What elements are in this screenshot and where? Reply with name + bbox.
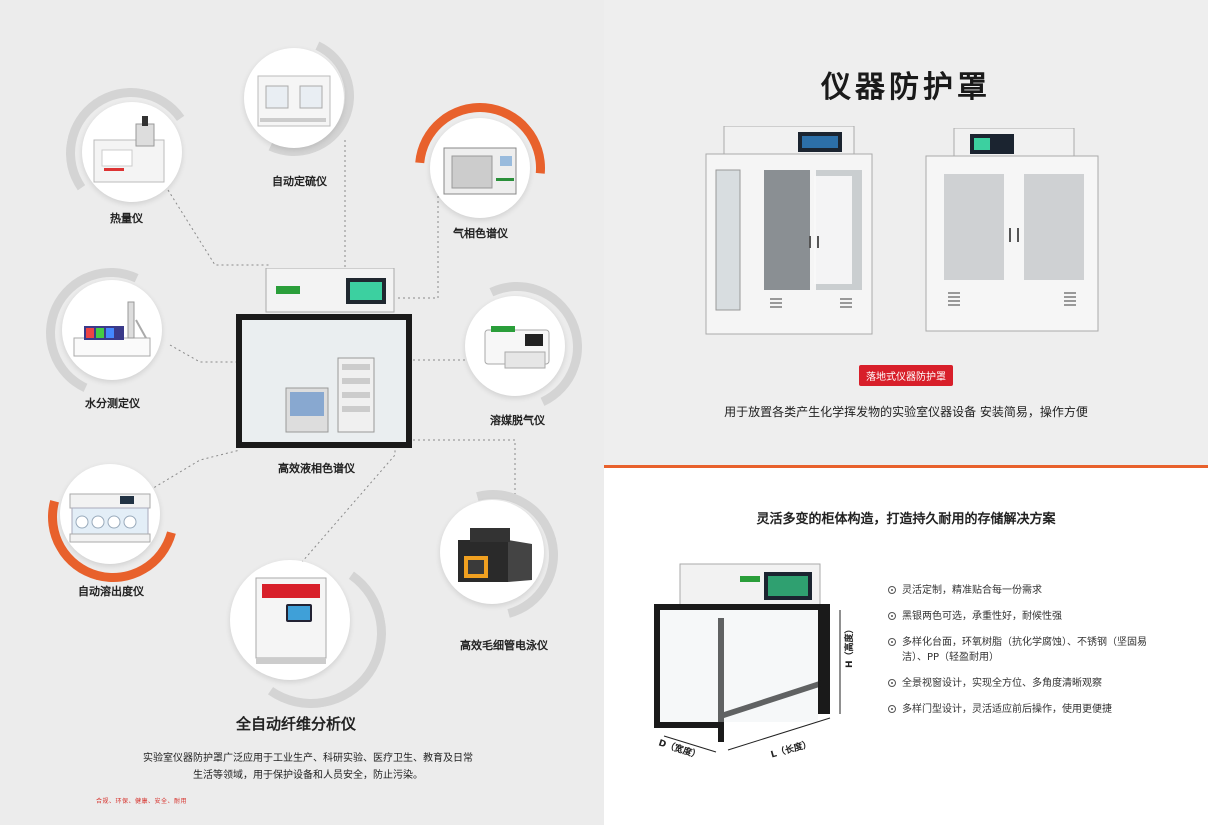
label-moisture: 水分测定仪 [85, 397, 140, 410]
dimension-height: H（高度） [845, 624, 855, 668]
label-degasser: 溶媒脱气仪 [490, 414, 545, 427]
connector-calorimeter [167, 189, 270, 266]
frame-dimension-diagram [654, 563, 841, 753]
bullet-icon [888, 638, 896, 646]
section-divider [604, 465, 1208, 468]
label-hplc: 高效液相色谱仪 [278, 462, 355, 475]
floor-cabinet-image-right [925, 128, 1099, 332]
left-page: 热量仪 自动定硫仪 气相色谱仪 水分测定仪 [0, 0, 604, 825]
caption: 实验室仪器防护罩广泛应用于工业生产、科研实验、医疗卫生、教育及日常 生活等领域，… [138, 750, 478, 784]
floor-cabinet-image-left [705, 126, 873, 335]
degasser-image [484, 326, 550, 369]
right-page: 仪器防护罩 落地式仪器防护罩 用于放置各类产生化学挥发物的实验室仪器设备 安装简… [604, 0, 1208, 825]
footer-tags: 合规、环保、健康、安全、耐用 [96, 798, 188, 805]
caption-line-2: 生活等领域，用于保护设备和人员安全，防止污染。 [193, 770, 423, 781]
connector-dissolution [149, 449, 241, 491]
product-description: 用于放置各类产生化学挥发物的实验室仪器设备 安装简易，操作方便 [724, 405, 1088, 419]
bullet-icon [888, 612, 896, 620]
feature-item: 多样门型设计，灵活适应前后操作，使用更便捷 [888, 702, 1168, 717]
connector-lines [149, 140, 516, 571]
feature-item: 灵活定制，精准贴合每一份需求 [888, 583, 1168, 598]
circle-degasser [465, 296, 565, 396]
bullet-icon [888, 705, 896, 713]
circle-dissolution [60, 464, 160, 564]
gas-chromatograph-image [443, 147, 517, 195]
circle-calorimeter [82, 102, 182, 202]
electrophoresis-image [458, 528, 532, 582]
connector-gc [395, 196, 439, 299]
circle-moisture [62, 280, 162, 380]
fiber-analyzer-image [255, 577, 327, 664]
connector-electrophoresis [410, 439, 516, 495]
moisture-meter-image [73, 301, 151, 357]
circle-sulfur [244, 48, 344, 148]
connector-moisture [169, 344, 240, 363]
label-fiber: 全自动纤维分析仪 [236, 715, 357, 733]
connector-fiber [294, 445, 396, 571]
label-dissolution: 自动溶出度仪 [78, 585, 144, 598]
caption-line-1: 实验室仪器防护罩广泛应用于工业生产、科研实验、医疗卫生、教育及日常 [143, 753, 473, 764]
label-gc: 气相色谱仪 [453, 227, 508, 240]
circle-gc [430, 118, 530, 218]
feature-item: 全景视窗设计，实现全方位、多角度清晰观察 [888, 676, 1168, 691]
feature-item: 多样化台面，环氧树脂（抗化学腐蚀）、不锈钢（坚固易洁）、PP（轻盈耐用） [888, 635, 1168, 665]
circle-fiber [230, 560, 350, 680]
label-sulfur: 自动定硫仪 [272, 175, 327, 188]
page-title: 仪器防护罩 [821, 70, 991, 105]
feature-list: 灵活定制，精准贴合每一份需求 黑银两色可选，承重性好，耐候性强 多样化台面，环氧… [888, 583, 1168, 728]
features-section [604, 468, 1208, 825]
bullet-icon [888, 679, 896, 687]
dissolution-tester-image [69, 493, 151, 543]
label-electrophoresis: 高效毛细管电泳仪 [460, 639, 548, 652]
feature-item: 黑银两色可选，承重性好，耐候性强 [888, 609, 1168, 624]
central-hplc-enclosure [236, 268, 412, 448]
sulfur-analyzer-image [257, 75, 331, 127]
calorimeter-image [93, 116, 165, 183]
circle-electrophoresis [440, 500, 544, 604]
bullet-icon [888, 586, 896, 594]
label-calorimeter: 热量仪 [110, 212, 143, 225]
features-subtitle: 灵活多变的柜体构造，打造持久耐用的存储解决方案 [756, 512, 1056, 527]
product-badge: 落地式仪器防护罩 [859, 365, 953, 386]
